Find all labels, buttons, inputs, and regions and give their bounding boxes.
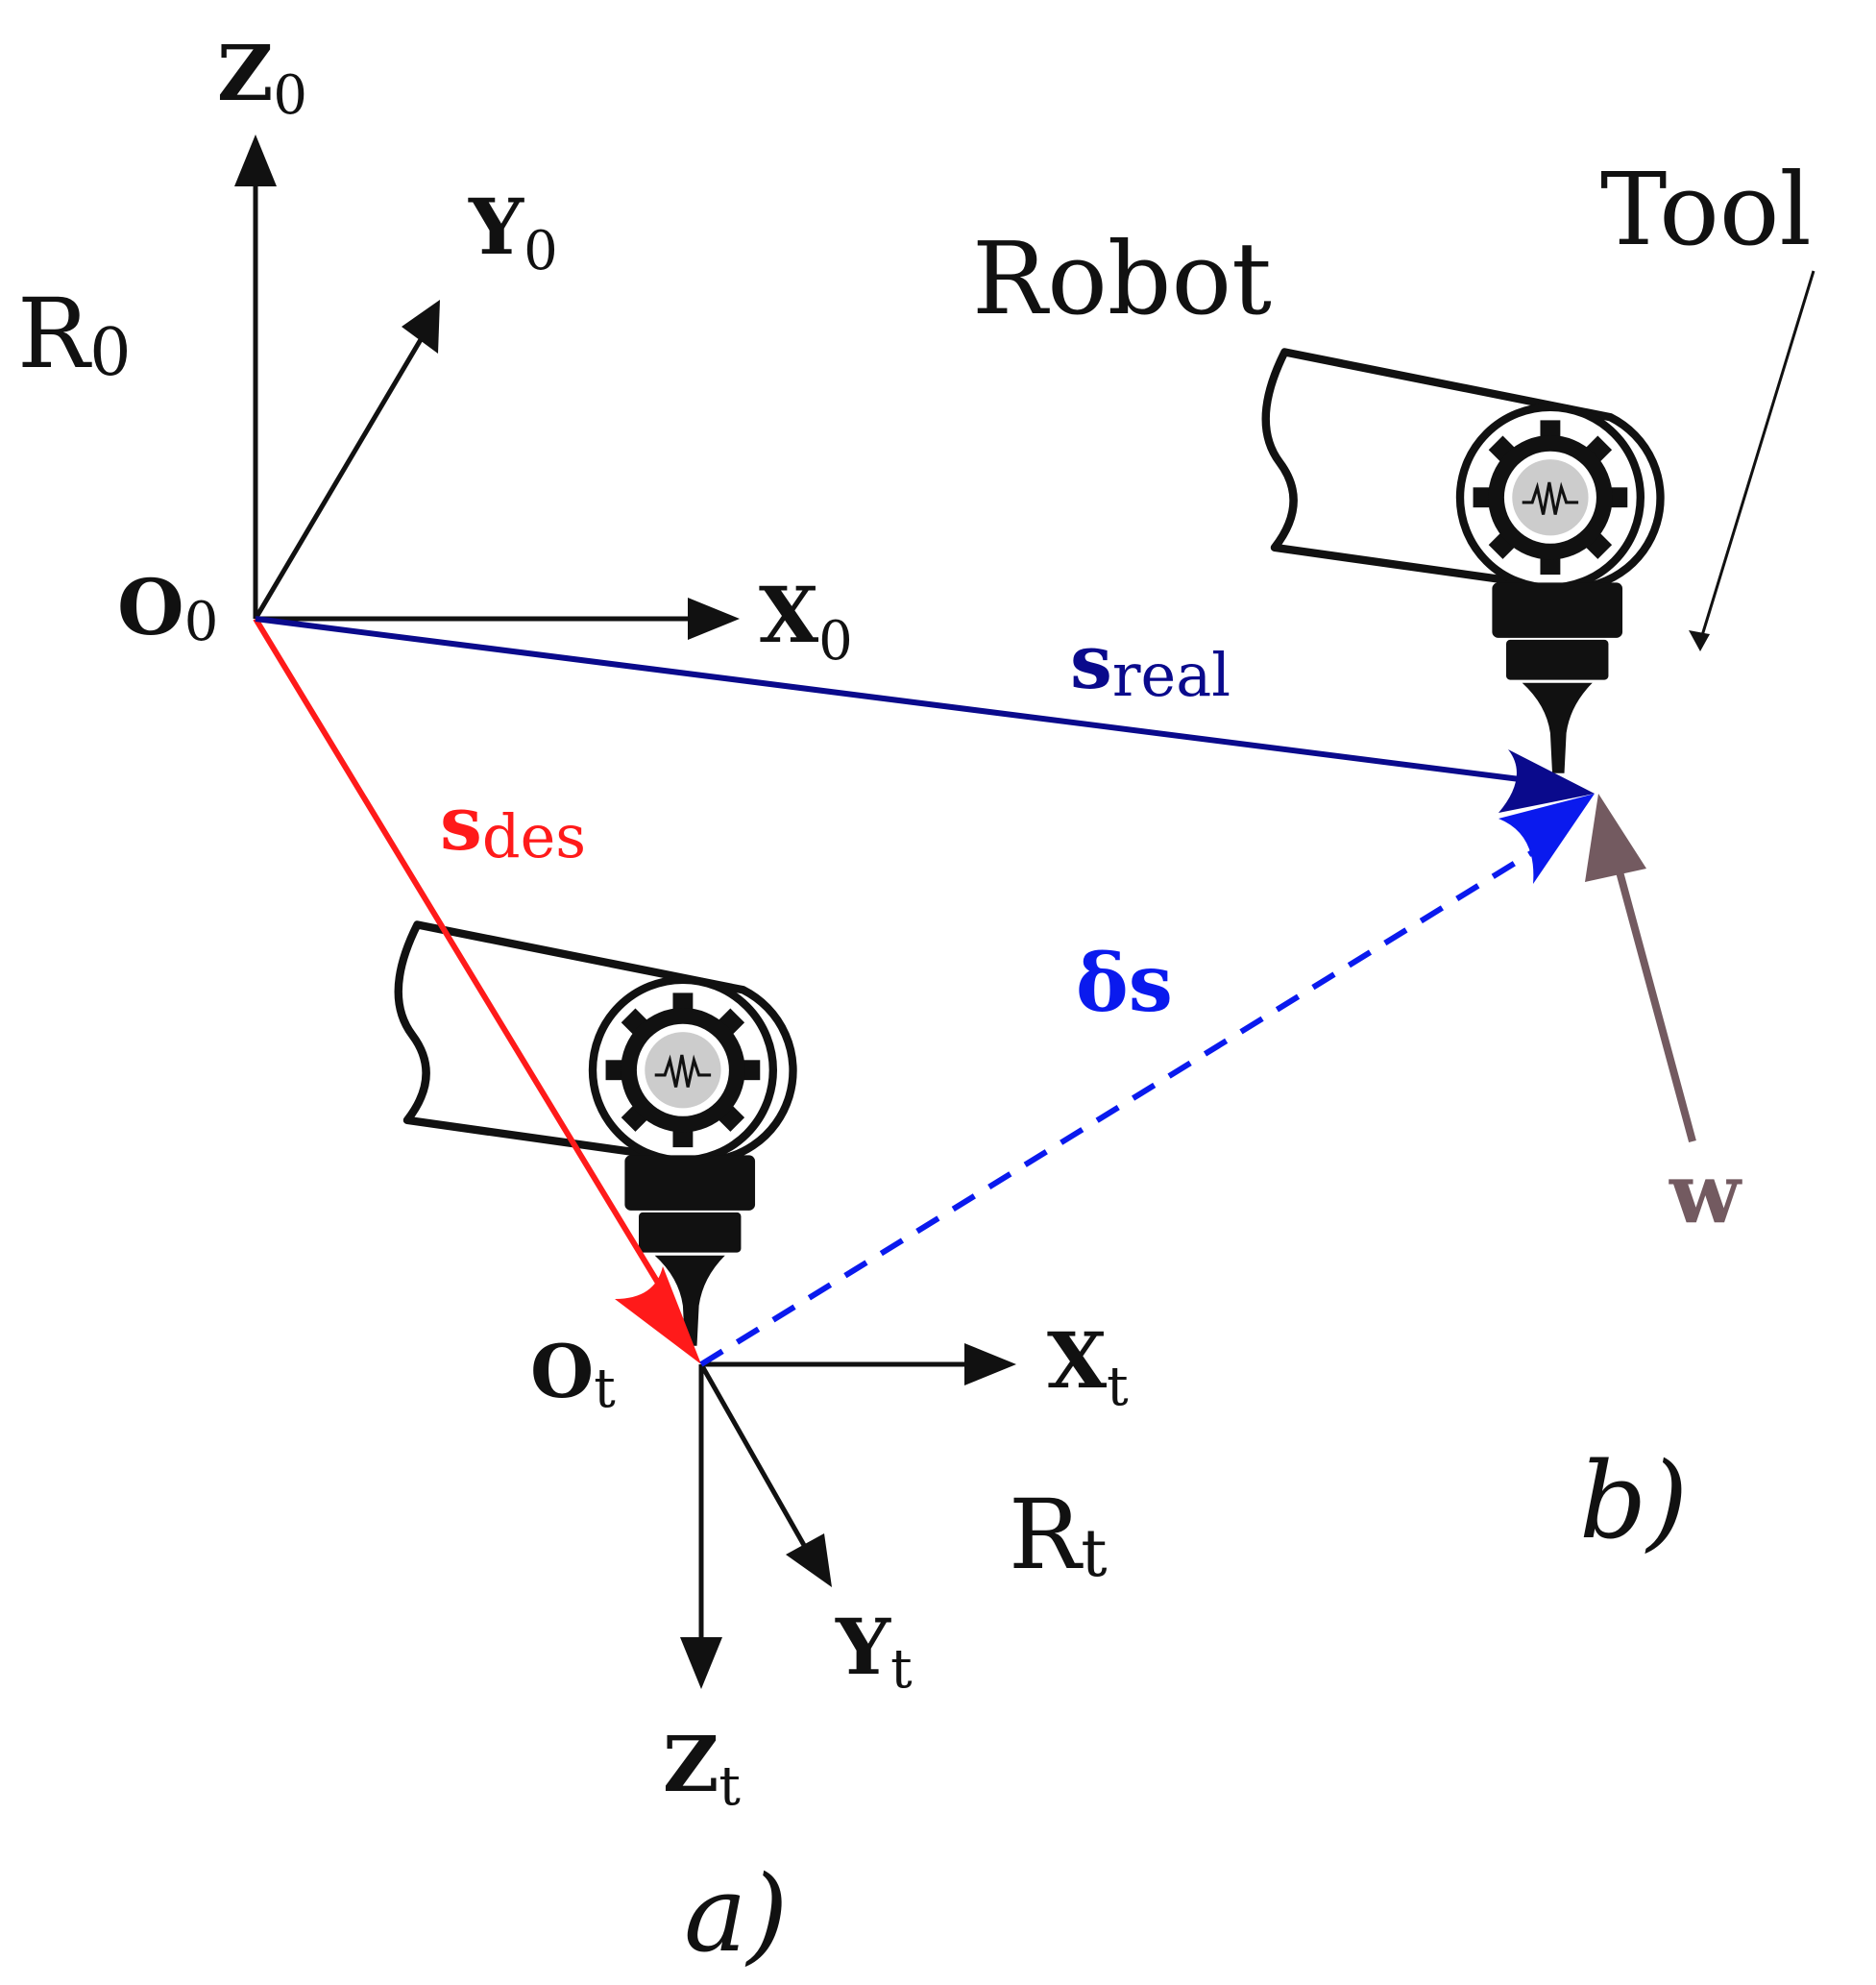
tool-frame-axes <box>680 1343 1016 1689</box>
tool-frame-label: Rt <box>1009 1479 1108 1592</box>
robot-arm-icon <box>399 924 793 1345</box>
xt-label: Xt <box>1047 1315 1129 1418</box>
yt-label: Yt <box>835 1602 913 1701</box>
panel-b-label: b) <box>1579 1439 1688 1562</box>
zt-label: Zt <box>663 1719 741 1818</box>
yt-arrowhead <box>786 1533 832 1587</box>
y0-label: Y0 <box>468 182 558 282</box>
o0-label: O0 <box>117 562 218 653</box>
s-des-label: sdes <box>440 780 586 871</box>
y0-arrowhead <box>402 300 440 354</box>
delta-s-vector <box>699 794 1595 1367</box>
base-frame-label: R0 <box>17 278 132 391</box>
robot-arm-icon <box>1266 352 1661 772</box>
tool-pointer-line <box>1698 270 1815 643</box>
base-frame-axes <box>234 135 740 640</box>
z0-arrowhead <box>234 135 277 186</box>
delta-s-label: δs <box>1076 938 1173 1030</box>
panel-a-label: a) <box>684 1852 789 1975</box>
w-vector <box>1585 794 1696 1143</box>
s-des-vector <box>253 617 701 1364</box>
x0-arrowhead <box>688 598 740 640</box>
s-real-vector <box>255 616 1595 813</box>
s-real-label: sreal <box>1070 619 1230 710</box>
z0-label: Z0 <box>217 28 307 127</box>
xt-arrowhead <box>964 1343 1016 1385</box>
ot-label: Ot <box>530 1329 616 1420</box>
x0-label: X0 <box>759 570 853 673</box>
w-label: w <box>1669 1145 1742 1242</box>
tool-pointer-arrowhead <box>1689 630 1710 651</box>
tool-label: Tool <box>1600 151 1812 268</box>
robot-label: Robot <box>972 220 1272 337</box>
zt-arrowhead <box>680 1637 722 1689</box>
